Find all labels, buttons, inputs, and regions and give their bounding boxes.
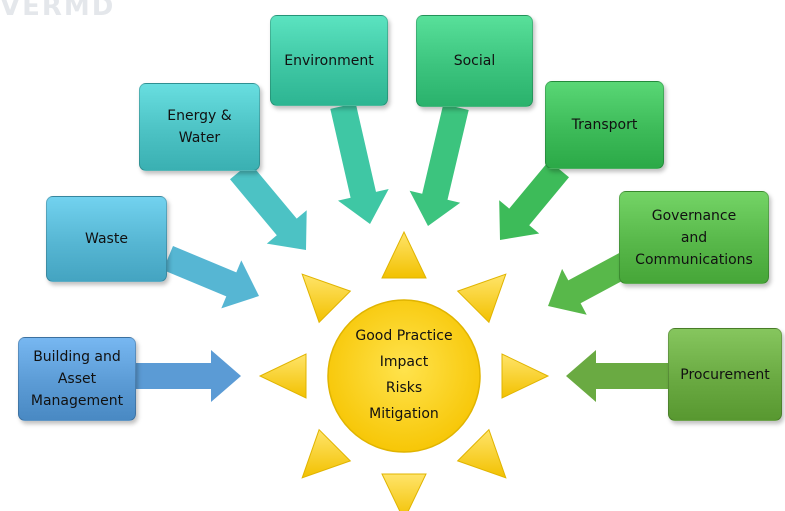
arrow-transport (499, 160, 569, 240)
center-line-mitigation: Mitigation (369, 406, 439, 422)
node-label-procurement: Procurement (680, 366, 770, 383)
node-transport: Transport (545, 81, 664, 169)
ray-bottom (381, 473, 427, 511)
ray-top-left (301, 273, 352, 324)
sun-rays (258, 230, 550, 511)
node-energy: Energy & Water (139, 83, 260, 171)
arrow-building (136, 350, 241, 402)
ray-left (258, 353, 307, 399)
node-label-transport: Transport (571, 117, 638, 133)
node-social: Social (416, 15, 533, 107)
node-governance: Governance and Communications (619, 191, 769, 284)
arrow-waste (163, 246, 259, 309)
node-label-social: Social (453, 53, 496, 69)
center-line-impact: Impact (379, 354, 429, 370)
arrow-energy (230, 162, 307, 250)
ray-right (501, 353, 550, 399)
arrow-procurement (566, 350, 668, 402)
watermark-text: VERMD (0, 0, 116, 18)
node-building: Building and Asset Management (18, 337, 136, 421)
node-waste: Waste (46, 196, 167, 282)
center-line-good-practice: Good Practice (355, 328, 453, 344)
ray-top-right (456, 273, 507, 324)
node-procurement: Procurement (668, 328, 782, 421)
ray-bottom-left (301, 428, 352, 479)
ray-bottom-right (456, 428, 507, 479)
sun-circle (327, 299, 481, 453)
arrow-governance (548, 250, 637, 315)
node-label-energy: Energy & Water (167, 108, 232, 146)
arrows (136, 103, 668, 402)
node-label-waste: Waste (85, 231, 128, 247)
node-environment: Environment (270, 15, 388, 106)
center-labels: Good Practice Impact Risks Mitigation (330, 320, 478, 430)
center-line-risks: Risks (385, 380, 423, 396)
ray-top (381, 230, 427, 279)
node-label-governance: Governance and Communications (635, 207, 753, 268)
arrow-social (409, 104, 469, 226)
node-label-environment: Environment (284, 52, 374, 69)
node-label-building: Building and Asset Management (30, 349, 124, 409)
arrow-environment (330, 103, 389, 224)
